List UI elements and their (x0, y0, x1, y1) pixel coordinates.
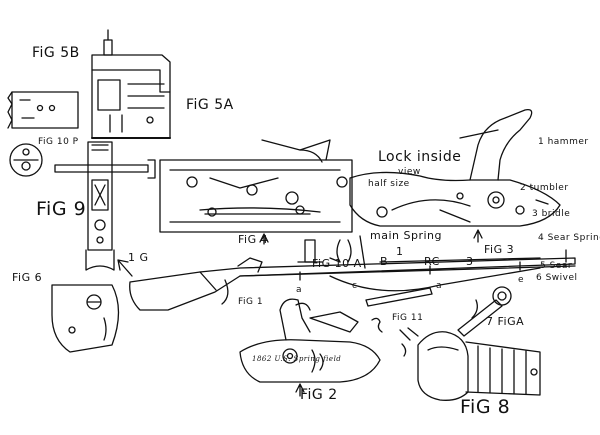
fig3-label: FiG 3 (484, 243, 515, 256)
fig10a-label: FiG 10 A (312, 257, 362, 270)
fig3-lock (350, 110, 560, 226)
fig8-box (418, 332, 540, 401)
half-size-label: half size (368, 179, 410, 189)
fig4-label: FiG 4 (238, 233, 269, 246)
fig2-lockplate (240, 299, 380, 382)
fig6-plate (52, 285, 119, 352)
fig10a-parts (298, 236, 365, 268)
rc-label: RC (424, 255, 440, 268)
num-3-label: 3 (466, 255, 474, 268)
fig1-arrow-label: 1 G (128, 251, 149, 264)
fig6-label: FiG 6 (12, 271, 43, 284)
fig7a-wrench (458, 287, 511, 336)
fig1-rifle (130, 250, 575, 310)
fig5a-frame (92, 30, 170, 138)
bridle-label: 3 bridle (532, 209, 571, 219)
fig11-label: FiG 11 (392, 313, 424, 323)
lock-plate-inscription: 1862 U.S. Spring field (252, 355, 342, 363)
fig4-mechanism (160, 140, 352, 232)
fig5a-label: FiG 5A (186, 97, 234, 113)
fig9-tool (55, 142, 155, 270)
letter-a-1: a (296, 285, 303, 295)
main-spring-label: main Spring (370, 229, 442, 242)
tumbler-label: 2 tumbler (520, 183, 569, 193)
b-label: B (380, 255, 389, 268)
fig5b-label: FiG 5B (32, 45, 80, 61)
fig8-label: FiG 8 (460, 396, 511, 418)
sear-spring-label: 4 Sear Spring (538, 233, 600, 243)
letter-a-2: a (436, 281, 443, 291)
fig2-label: FiG 2 (300, 387, 338, 403)
fig10p-part (10, 144, 42, 176)
num-1-label: 1 (396, 245, 404, 258)
fig10p-label: FiG 10 P (38, 137, 79, 147)
fig7a-label: 7 FiGA (486, 315, 525, 328)
letter-e: e (518, 275, 525, 285)
fig5b-plate (8, 92, 78, 128)
fig1-label: FiG 1 (238, 297, 264, 307)
hammer-label: 1 hammer (538, 137, 589, 147)
view-label: view (398, 167, 421, 177)
fig9-label: FiG 9 (36, 198, 87, 220)
lock-inside-label: Lock inside (378, 149, 462, 165)
pointer-arrows (118, 230, 482, 396)
swivel-label: 6 Swivel (536, 273, 578, 283)
sear-label: 5 Sear (540, 261, 573, 271)
fig11-parts (366, 288, 432, 356)
letter-c: c (352, 281, 358, 291)
